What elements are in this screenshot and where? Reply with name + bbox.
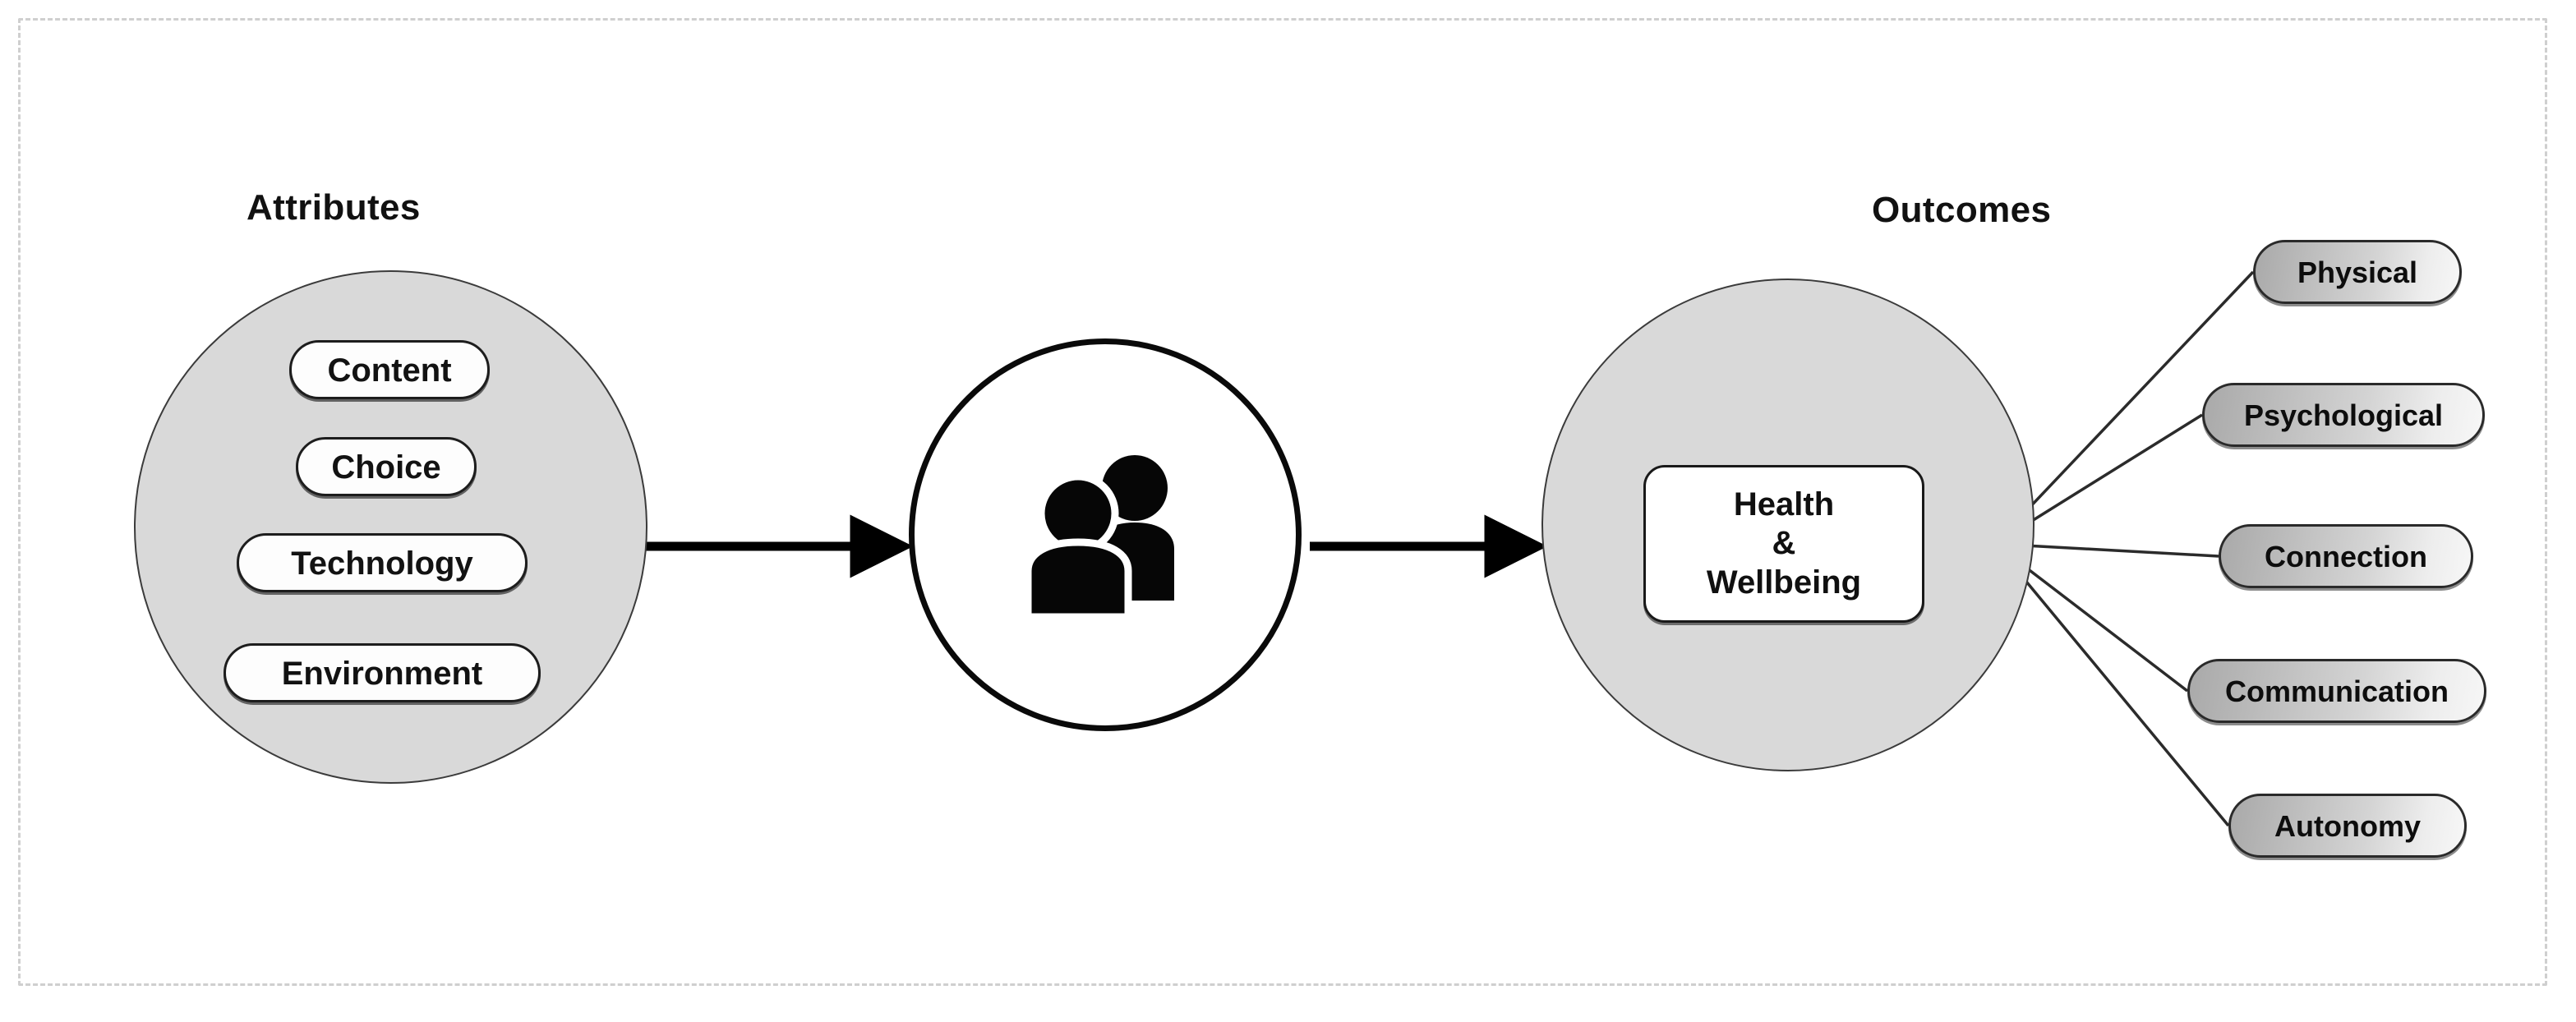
attribute-pill-choice[interactable]: Choice — [296, 437, 477, 496]
attribute-pill-technology[interactable]: Technology — [237, 533, 528, 592]
health-line-3: Wellbeing — [1706, 564, 1862, 601]
health-line-2: & — [1772, 525, 1796, 562]
attribute-pill-content[interactable]: Content — [289, 340, 490, 399]
outcome-pill-communication[interactable]: Communication — [2187, 659, 2486, 723]
diagram-outer-frame — [18, 18, 2547, 986]
people-circle — [909, 338, 1302, 731]
attributes-heading: Attributes — [247, 187, 421, 228]
health-line-1: Health — [1733, 486, 1835, 523]
people-icon — [1002, 449, 1208, 621]
outcomes-heading: Outcomes — [1872, 190, 2052, 230]
outcome-pill-connection[interactable]: Connection — [2219, 524, 2473, 588]
health-wellbeing-box: Health & Wellbeing — [1643, 465, 1924, 623]
outcome-pill-psychological[interactable]: Psychological — [2202, 383, 2485, 447]
outcome-pill-autonomy[interactable]: Autonomy — [2228, 794, 2467, 858]
attribute-pill-environment[interactable]: Environment — [223, 643, 541, 702]
outcome-pill-physical[interactable]: Physical — [2253, 240, 2462, 304]
